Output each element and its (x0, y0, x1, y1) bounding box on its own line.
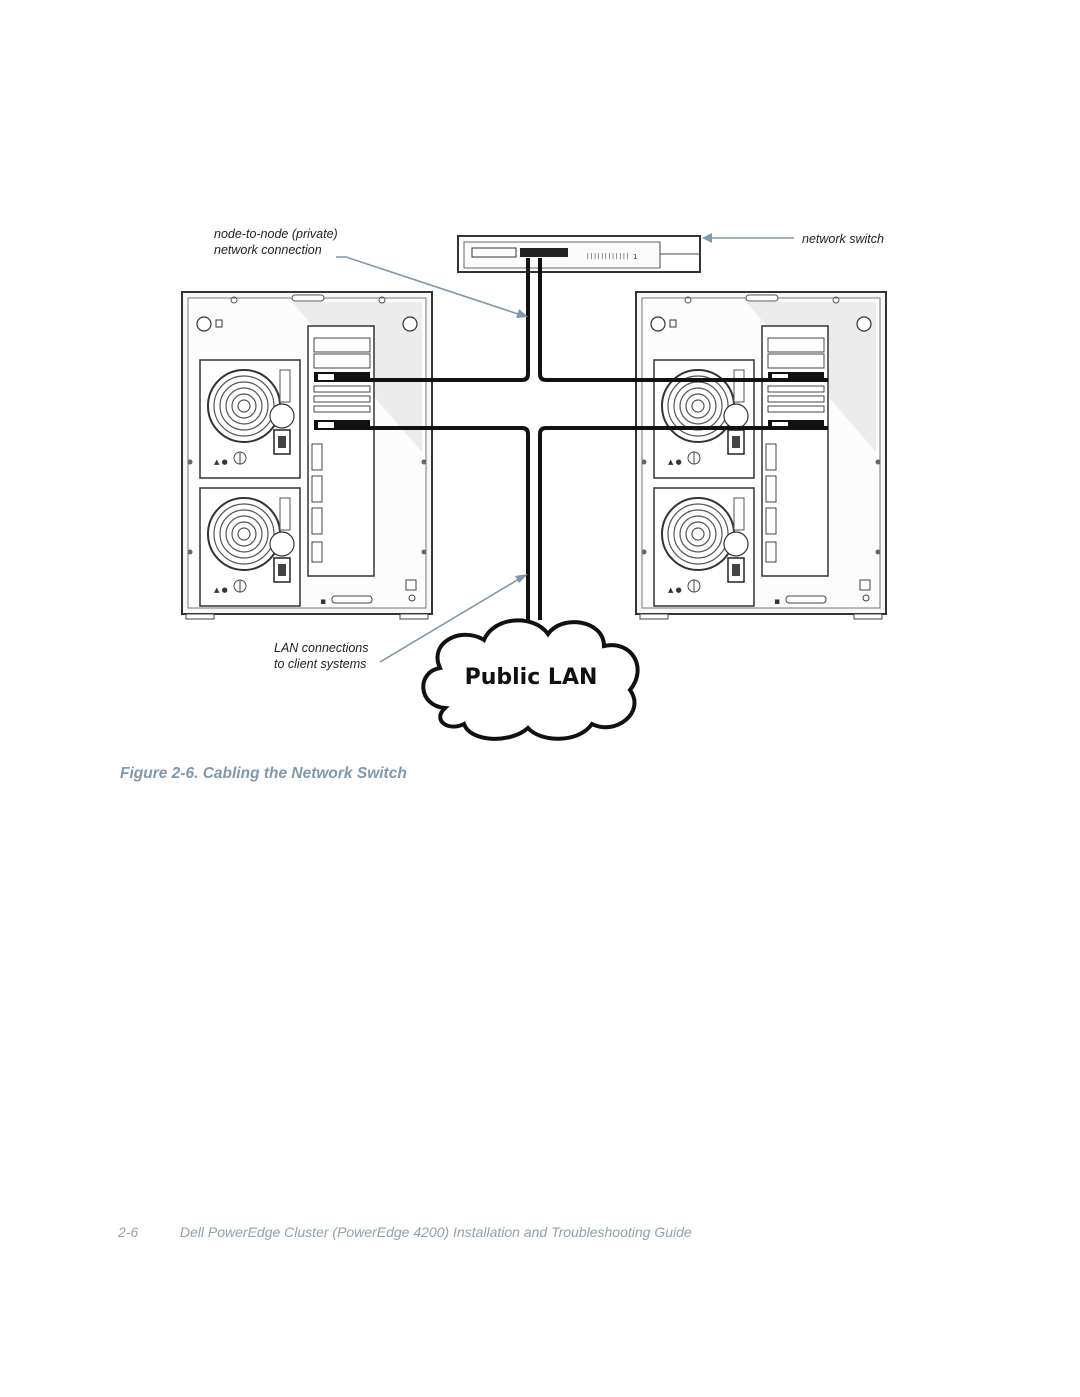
cable-left-lower (346, 426, 530, 620)
cable-right-lower (538, 426, 828, 620)
callout-private-line2: network connection (214, 243, 322, 257)
page-footer: 2-6 Dell PowerEdge Cluster (PowerEdge 42… (118, 1224, 692, 1240)
page-number: 2-6 (118, 1224, 139, 1240)
callout-lan-line2: to client systems (274, 657, 367, 671)
callout-private-line1: node-to-node (private) (214, 227, 338, 241)
callout-arrowheads (515, 233, 712, 583)
cable-right-upper (538, 258, 828, 382)
svg-text:1: 1 (633, 253, 637, 261)
callout-lan-connections: LAN connections to client systems (274, 640, 369, 672)
network-switch-device: |||||||||||| 1 (457, 235, 701, 273)
figure-caption-title: Cabling the Network Switch (202, 765, 407, 782)
arrowhead-switch (702, 233, 712, 243)
svg-text:||||||||||||: |||||||||||| (586, 253, 629, 260)
cable-left-upper (346, 258, 530, 382)
arrowhead-private (516, 309, 528, 318)
left-server-node (182, 292, 432, 619)
figure-caption: Figure 2-6. Cabling the Network Switch (120, 765, 407, 783)
callout-network-switch: network switch (802, 231, 884, 247)
callout-lines (336, 237, 794, 663)
right-server-node (636, 292, 886, 619)
callout-line-lan (379, 575, 525, 663)
cables (346, 258, 828, 620)
callout-line-private (336, 256, 525, 317)
network-cabling-diagram: ▲ ● (0, 233, 1080, 741)
public-lan-cloud: Public LAN (421, 618, 640, 741)
guide-title: Dell PowerEdge Cluster (PowerEdge 4200) … (179, 1224, 692, 1240)
callout-lan-line1: LAN connections (274, 641, 369, 655)
callout-switch-label: network switch (802, 232, 884, 246)
callout-private-connection: node-to-node (private) network connectio… (214, 226, 338, 258)
cloud-label: Public LAN (465, 665, 598, 690)
arrowhead-lan (515, 574, 528, 583)
figure-caption-prefix: Figure 2-6. (120, 765, 199, 782)
